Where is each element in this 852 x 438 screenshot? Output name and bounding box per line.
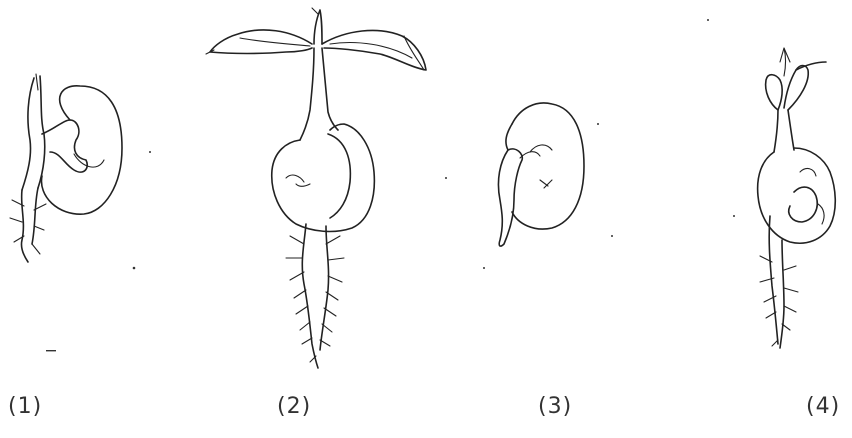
stage-1-drawing [10, 74, 122, 262]
stage-label-1: (1) [8, 394, 42, 419]
root-hairs [10, 188, 46, 262]
scan-specks [46, 19, 735, 351]
stage-4-drawing [758, 48, 836, 348]
stem [300, 48, 338, 140]
stage-label-2: (2) [277, 394, 311, 419]
stage-label-3: (3) [538, 394, 572, 419]
stage-2-drawing [206, 8, 426, 368]
shoot-stem [774, 110, 794, 152]
seed-coat [41, 86, 122, 214]
seed [506, 103, 584, 229]
cotyledons [272, 124, 375, 231]
root-system [286, 224, 344, 368]
stage-label-4: (4) [806, 394, 840, 419]
hook-stem [22, 74, 87, 190]
radicle [498, 149, 540, 246]
first-leaves [206, 8, 426, 70]
stage-3-drawing [498, 103, 584, 246]
young-shoot [766, 48, 826, 110]
